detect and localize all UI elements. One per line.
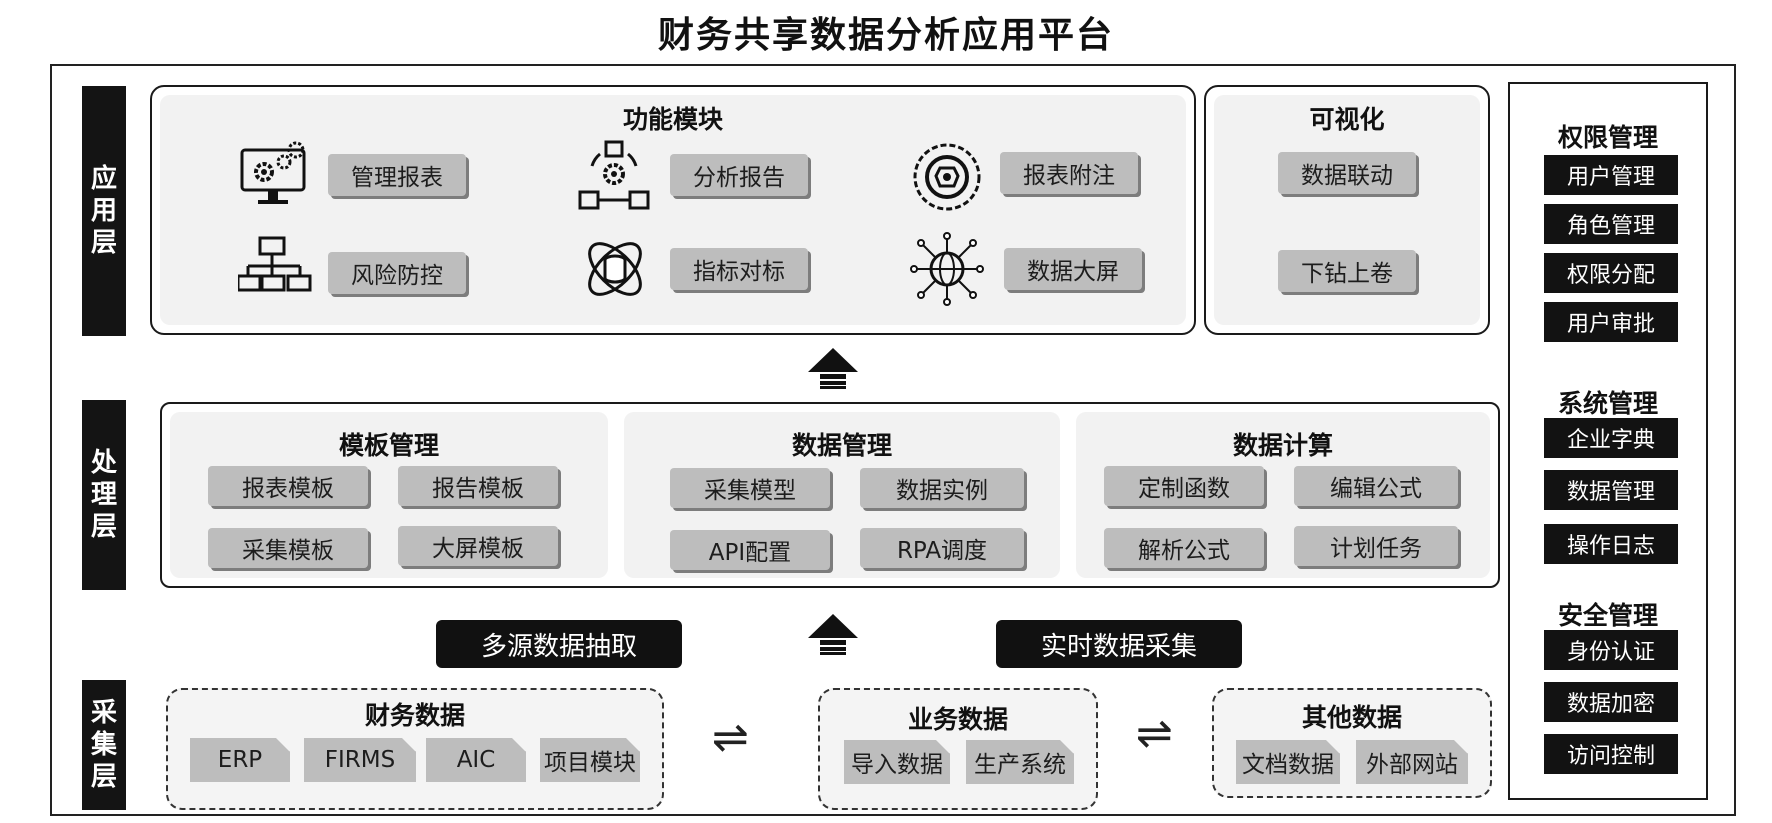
sidebar-item-data-mgmt[interactable]: 数据管理 xyxy=(1544,470,1678,510)
sidebar-item-data-encryption[interactable]: 数据加密 xyxy=(1544,682,1678,722)
gear-network-icon xyxy=(578,140,650,210)
layer-label-processing: 处 理 层 xyxy=(82,400,126,590)
page-title: 财务共享数据分析应用平台 xyxy=(657,15,1114,56)
flow-realtime-collect: 实时数据采集 xyxy=(996,620,1242,668)
viz-chip-data-linkage[interactable]: 数据联动 xyxy=(1278,152,1416,194)
template-chip-collect[interactable]: 采集模板 xyxy=(208,528,368,568)
business-chip-production[interactable]: 生产系统 xyxy=(966,740,1074,784)
module-chip-management-report[interactable]: 管理报表 xyxy=(328,154,466,196)
sidebar-item-operation-log[interactable]: 操作日志 xyxy=(1544,524,1678,564)
template-chip-screen[interactable]: 大屏模板 xyxy=(398,526,558,566)
compute-chip-parse-formula[interactable]: 解析公式 xyxy=(1104,528,1264,568)
security-mgmt-title: 安全管理 xyxy=(1557,601,1658,630)
up-arrow-icon xyxy=(808,614,858,655)
function-module-title: 功能模块 xyxy=(622,105,723,134)
layer-char: 采 xyxy=(90,698,117,728)
module-chip-risk-control[interactable]: 风险防控 xyxy=(328,252,466,294)
module-chip-analysis-report[interactable]: 分析报告 xyxy=(670,154,808,196)
finance-data-title: 财务数据 xyxy=(364,701,465,730)
module-chip-data-screen[interactable]: 数据大屏 xyxy=(1004,248,1142,290)
layer-label-application: 应 用 层 xyxy=(82,86,126,336)
up-arrow-icon xyxy=(808,348,858,389)
layer-char: 应 xyxy=(90,164,117,194)
data-chip-api-config[interactable]: API配置 xyxy=(670,530,830,570)
monitor-gear-icon xyxy=(240,141,306,204)
data-chip-data-instance[interactable]: 数据实例 xyxy=(860,468,1024,508)
flow-multi-source-extract: 多源数据抽取 xyxy=(436,620,682,668)
module-chip-report-notes[interactable]: 报表附注 xyxy=(1000,152,1138,194)
viz-chip-drill-down[interactable]: 下钻上卷 xyxy=(1278,250,1416,292)
sidebar-item-permission-assign[interactable]: 权限分配 xyxy=(1544,253,1678,293)
network-computers-icon xyxy=(238,236,312,292)
data-chip-collect-model[interactable]: 采集模型 xyxy=(670,468,830,508)
data-mgmt-title: 数据管理 xyxy=(791,431,892,460)
exchange-arrows-icon: ⇌ xyxy=(712,712,749,763)
layer-label-collection: 采 集 层 xyxy=(82,680,126,810)
function-module-panel xyxy=(150,85,1196,335)
finance-chip-erp[interactable]: ERP xyxy=(190,738,290,782)
other-data-title: 其他数据 xyxy=(1301,703,1402,732)
wrench-gear-icon xyxy=(913,143,981,211)
compute-chip-scheduled-task[interactable]: 计划任务 xyxy=(1294,526,1458,566)
database-orbit-icon xyxy=(588,242,642,296)
compute-chip-edit-formula[interactable]: 编辑公式 xyxy=(1294,466,1458,506)
sidebar-item-user-mgmt[interactable]: 用户管理 xyxy=(1544,155,1678,195)
layer-char: 集 xyxy=(90,730,117,760)
business-data-title: 业务数据 xyxy=(907,705,1008,734)
layer-char: 层 xyxy=(90,228,117,258)
visualization-title: 可视化 xyxy=(1309,105,1385,134)
sidebar-item-enterprise-dict[interactable]: 企业字典 xyxy=(1544,418,1678,458)
sidebar-item-role-mgmt[interactable]: 角色管理 xyxy=(1544,204,1678,244)
permission-mgmt-title: 权限管理 xyxy=(1557,123,1658,152)
finance-chip-aic[interactable]: AIC xyxy=(426,738,526,782)
sidebar-item-access-control[interactable]: 访问控制 xyxy=(1544,734,1678,774)
layer-char: 处 xyxy=(90,448,117,478)
layer-char: 用 xyxy=(90,196,117,226)
system-mgmt-title: 系统管理 xyxy=(1557,389,1658,418)
finance-chip-firms[interactable]: FIRMS xyxy=(304,738,416,782)
template-mgmt-title: 模板管理 xyxy=(338,431,439,460)
template-chip-report[interactable]: 报表模板 xyxy=(208,466,368,506)
other-chip-documents[interactable]: 文档数据 xyxy=(1236,740,1340,784)
other-chip-external-sites[interactable]: 外部网站 xyxy=(1356,740,1468,784)
finance-chip-project-module[interactable]: 项目模块 xyxy=(540,738,640,782)
layer-char: 层 xyxy=(90,512,117,542)
business-chip-import[interactable]: 导入数据 xyxy=(844,740,950,784)
module-chip-index-benchmark[interactable]: 指标对标 xyxy=(670,248,808,290)
compute-chip-custom-function[interactable]: 定制函数 xyxy=(1104,466,1264,506)
sidebar-item-user-approval[interactable]: 用户审批 xyxy=(1544,302,1678,342)
sidebar-item-identity-auth[interactable]: 身份认证 xyxy=(1544,630,1678,670)
exchange-arrows-icon: ⇌ xyxy=(1136,708,1173,759)
data-compute-title: 数据计算 xyxy=(1232,431,1333,460)
layer-char: 理 xyxy=(90,480,117,510)
data-chip-rpa-schedule[interactable]: RPA调度 xyxy=(860,528,1024,568)
layer-char: 层 xyxy=(90,762,117,792)
template-chip-report-doc[interactable]: 报告模板 xyxy=(398,466,558,506)
globe-network-icon xyxy=(910,232,984,306)
